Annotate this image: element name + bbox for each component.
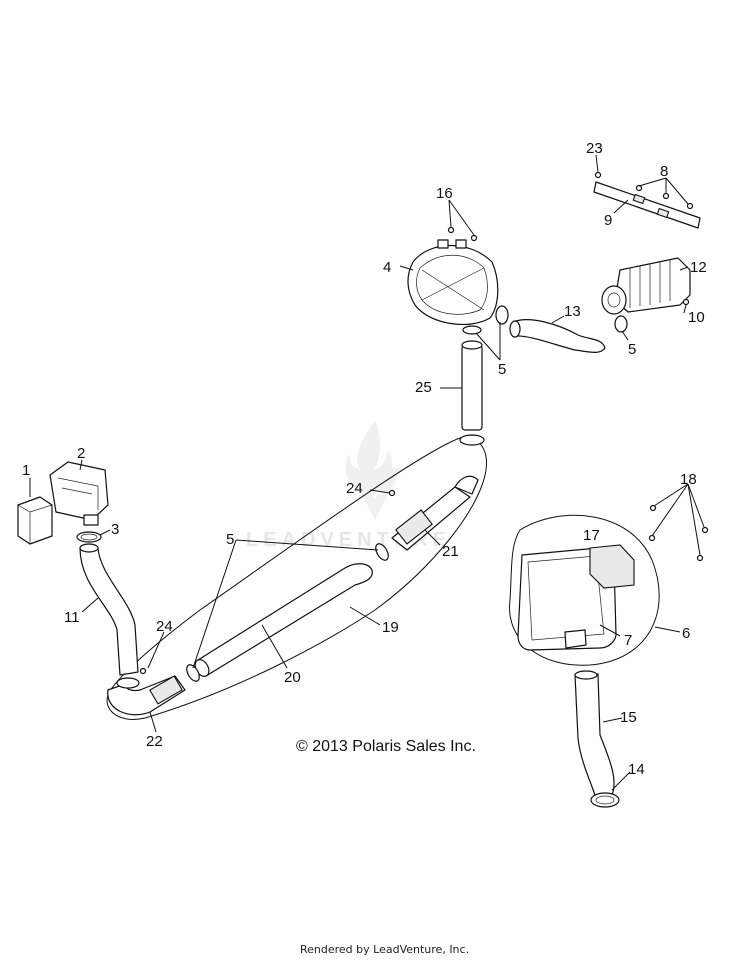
callout-7: 7 bbox=[624, 632, 632, 649]
part-15-tube bbox=[574, 670, 615, 799]
part-18-screw-d bbox=[696, 554, 704, 562]
part-24-screw-top bbox=[388, 489, 396, 497]
part-10-nut bbox=[682, 298, 690, 306]
callout-2: 2 bbox=[77, 445, 85, 462]
leadventure-flame-logo-icon bbox=[345, 420, 402, 520]
part-12-charger bbox=[601, 257, 691, 315]
copyright-text: © 2013 Polaris Sales Inc. bbox=[296, 738, 476, 755]
callout-10: 10 bbox=[688, 309, 705, 326]
part-9-bracket bbox=[593, 181, 701, 229]
part-4-airbox bbox=[407, 239, 499, 325]
callout-11: 11 bbox=[64, 609, 80, 626]
outline-6-assembly bbox=[509, 514, 660, 666]
part-8-screw-c bbox=[686, 202, 694, 210]
part-3-clamp bbox=[76, 531, 102, 543]
part-16-fastener-a bbox=[447, 226, 455, 234]
callout-6: 6 bbox=[682, 625, 690, 642]
callout-5-left: 5 bbox=[226, 531, 234, 548]
part-18-screw-a bbox=[649, 504, 657, 512]
part-18-screw-c bbox=[701, 526, 709, 534]
callout-14: 14 bbox=[628, 761, 645, 778]
part-5-clamp-a bbox=[186, 664, 200, 682]
callout-19: 19 bbox=[382, 619, 399, 636]
part-22-elbow bbox=[107, 675, 186, 716]
callout-21: 21 bbox=[442, 543, 459, 560]
callout-5-charger: 5 bbox=[628, 341, 636, 358]
callout-1: 1 bbox=[22, 462, 30, 479]
part-23-screw bbox=[594, 171, 602, 179]
part-16-fastener-b bbox=[470, 234, 478, 242]
part-1-block bbox=[17, 496, 53, 545]
part-2-intake-box bbox=[49, 461, 109, 526]
callout-labels: 1 2 3 4 5 5 5 6 7 8 9 10 11 12 13 14 15 … bbox=[22, 140, 707, 778]
callout-3: 3 bbox=[111, 521, 119, 538]
callout-5-airbox: 5 bbox=[498, 361, 506, 378]
part-21-duct bbox=[391, 475, 479, 551]
callout-23: 23 bbox=[586, 140, 603, 157]
part-5-clamp-c bbox=[462, 325, 482, 335]
callout-4: 4 bbox=[383, 259, 391, 276]
part-25-tube bbox=[459, 340, 485, 446]
callout-18: 18 bbox=[680, 471, 697, 488]
part-14-clamp bbox=[590, 792, 620, 808]
part-24-screw-left bbox=[139, 667, 147, 675]
part-17-foam bbox=[589, 544, 635, 589]
callout-22: 22 bbox=[146, 733, 163, 750]
part-11-hose bbox=[79, 543, 139, 676]
callout-15: 15 bbox=[620, 709, 637, 726]
part-8-screw-a bbox=[635, 184, 643, 192]
callout-12: 12 bbox=[690, 259, 707, 276]
part-5-clamp-d bbox=[495, 305, 509, 325]
callout-16: 16 bbox=[436, 185, 453, 202]
part-8-screw-b bbox=[662, 192, 670, 200]
callout-8: 8 bbox=[660, 163, 668, 180]
callout-9: 9 bbox=[604, 212, 612, 229]
footer-credit: Rendered by LeadVenture, Inc. bbox=[300, 943, 469, 956]
part-5-clamp-e bbox=[614, 315, 628, 333]
part-5-clamp-b bbox=[375, 543, 389, 561]
callout-13: 13 bbox=[564, 303, 581, 320]
part-13-hose bbox=[509, 319, 606, 353]
callout-17: 17 bbox=[583, 527, 600, 544]
leader-lines bbox=[29, 154, 705, 791]
callout-20: 20 bbox=[284, 669, 301, 686]
part-18-screw-b bbox=[648, 534, 656, 542]
callout-24-top: 24 bbox=[346, 480, 363, 497]
callout-25: 25 bbox=[415, 379, 432, 396]
part-20-tube bbox=[194, 563, 373, 677]
callout-24-left: 24 bbox=[156, 618, 173, 635]
